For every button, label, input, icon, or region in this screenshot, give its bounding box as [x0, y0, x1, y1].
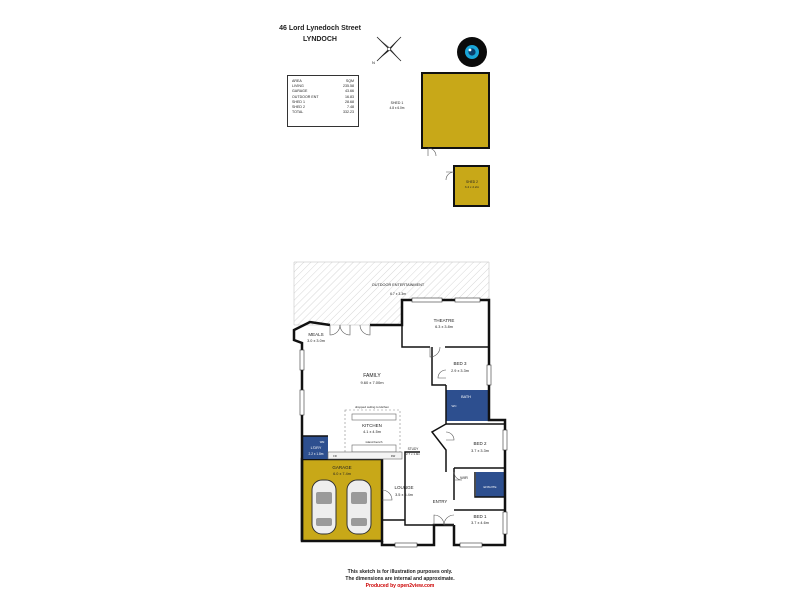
- door-swing: [427, 147, 437, 157]
- area-row: TOTAL 332.23: [292, 110, 354, 115]
- bed-3-dims: 2.9 x 3.3m: [451, 369, 469, 373]
- study-dims: 2.7 x 1.9m: [406, 452, 421, 456]
- family-label: FAMILY: [363, 373, 381, 379]
- bed-1-dims: 3.7 x 4.6m: [471, 521, 489, 525]
- shed-1-dims: 4.8 x 6.0m: [390, 106, 405, 110]
- bed-2-dims: 3.7 x 3.3m: [471, 449, 489, 453]
- compass-icon: N: [372, 36, 402, 65]
- wc-label: WC: [452, 404, 458, 408]
- shed-1: [421, 72, 490, 149]
- shed-2-label: SHED 2: [466, 180, 478, 184]
- ensuite-label: ENSUITE: [483, 485, 496, 489]
- laundry-label: L'DRY: [311, 446, 322, 450]
- area-row-value: 16.83: [345, 94, 354, 99]
- area-row-value: 28.68: [345, 99, 354, 104]
- meals-dims: 3.0 x 3.0m: [307, 339, 325, 343]
- study-label: STUDY: [408, 447, 420, 451]
- svg-text:N: N: [372, 60, 375, 65]
- bed-1-label: BED 1: [473, 514, 487, 519]
- area-row: OUTDOOR ENT 16.83: [292, 95, 354, 100]
- area-row-label: SHED 2: [292, 105, 305, 110]
- kitchen-label: KITCHEN: [362, 423, 382, 428]
- area-row: LIVING 235.58: [292, 84, 354, 89]
- area-row-value: 7.48: [347, 105, 354, 110]
- area-row: GARAGE 43.66: [292, 89, 354, 94]
- car-icon: [346, 479, 372, 535]
- shed-1-label: SHED 1: [391, 101, 404, 105]
- area-row-label: TOTAL: [292, 110, 304, 115]
- kitchen-ceiling-note: dropped ceiling to kitchen: [355, 405, 389, 409]
- car-icon: [311, 479, 337, 535]
- area-row-value: 43.66: [345, 89, 354, 94]
- outdoor-dims: 6.7 x 3.3m: [390, 292, 406, 296]
- entry-label: ENTRY: [433, 499, 448, 504]
- address-line: 46 Lord Lynedoch Street: [279, 25, 361, 32]
- island-bench-label: island bench: [366, 440, 383, 444]
- bath: [446, 390, 488, 421]
- footer-disclaimer: This sketch is for illustration purposes…: [280, 569, 520, 590]
- area-row: SHED 2 7.48: [292, 105, 354, 110]
- door-swing: [445, 171, 455, 181]
- garage-dims: 6.0 x 7.4m: [333, 472, 351, 476]
- ensuite: [476, 472, 504, 497]
- area-row-value: 332.23: [343, 110, 354, 115]
- area-header-unit: SQM: [345, 79, 354, 83]
- fridge-label: FR: [333, 454, 337, 458]
- island-bench: [351, 444, 397, 453]
- area-row-label: OUTDOOR ENT: [292, 94, 319, 99]
- disclaimer-line-1: This sketch is for illustration purposes…: [347, 569, 453, 575]
- area-table-header: AREA SQM: [292, 79, 354, 84]
- kitchen-dims: 4.1 x 4.5m: [363, 430, 381, 434]
- theatre-label: THEATRE: [434, 318, 455, 323]
- windows: [299, 297, 508, 548]
- outdoor-label: OUTDOOR ENTERTAINMENT: [372, 283, 425, 287]
- area-row-value: 235.58: [343, 84, 354, 89]
- area-header-label: AREA: [292, 79, 302, 83]
- lounge-dims: 3.5 x 5.4m: [395, 493, 413, 497]
- address-header: 46 Lord Lynedoch Street LYNDOCH: [255, 23, 385, 45]
- garage-label: GARAGE: [332, 465, 351, 470]
- family-dims: 9.60 x 7.00m: [360, 380, 384, 385]
- suburb-line: LYNDOCH: [303, 36, 337, 43]
- kitchen-bench: [327, 451, 403, 460]
- shed-2: [453, 165, 490, 207]
- door-swings: [329, 324, 463, 526]
- area-row-label: GARAGE: [292, 89, 308, 94]
- bed-2-label: BED 2: [473, 441, 487, 446]
- laundry-dims: 2.2 x 1.8m: [309, 452, 324, 456]
- area-row-label: LIVING: [292, 84, 304, 89]
- lounge-label: LOUNGE: [394, 485, 413, 490]
- kitchen-bench: [351, 413, 397, 421]
- disclaimer-line-2: The dimensions are internal and approxim…: [345, 576, 455, 582]
- shed-2-dims: 3.4 x 2.2m: [465, 185, 480, 189]
- bath-label: BATH: [461, 395, 471, 399]
- dishwasher-label: DW: [391, 454, 396, 458]
- laundry: [302, 436, 328, 459]
- area-row-label: SHED 1: [292, 99, 305, 104]
- area-row: SHED 1 28.68: [292, 100, 354, 105]
- theatre-dims: 6.3 x 3.8m: [435, 325, 453, 329]
- bed-3-label: BED 3: [453, 361, 467, 366]
- producer-credit: Produced by open2view.com: [365, 583, 435, 589]
- open2view-logo-icon: [457, 37, 487, 67]
- area-table: AREA SQM LIVING 235.58 GARAGE 43.66 OUTDOO…: [287, 75, 359, 127]
- meals-label: MEALS: [308, 332, 323, 337]
- washing-machine-label: WM: [320, 440, 325, 444]
- wir-label: WIR: [460, 475, 468, 480]
